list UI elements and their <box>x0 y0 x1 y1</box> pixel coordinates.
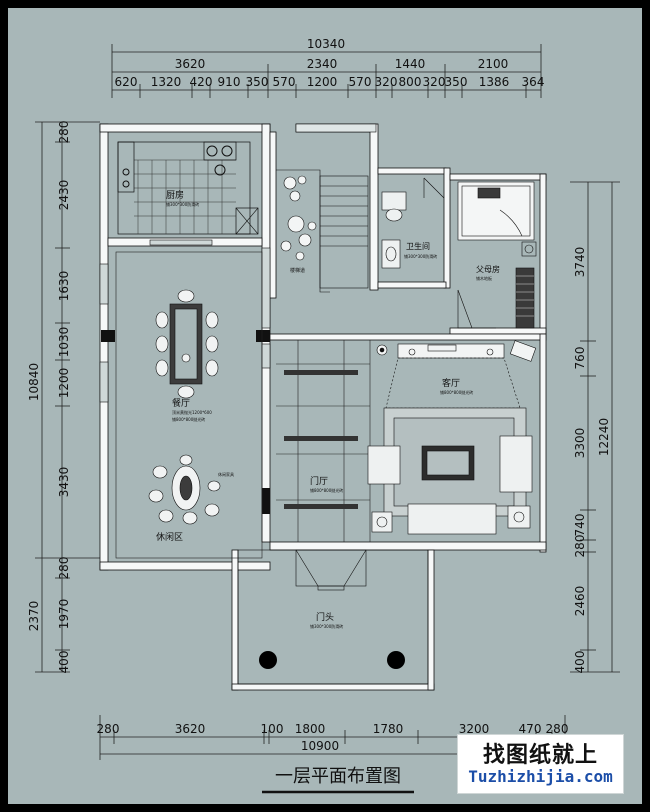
dimension-left <box>35 121 100 673</box>
dim-right: 280 <box>573 535 587 558</box>
dim-top-detail: 800 <box>399 75 422 89</box>
drawing-title: 一层平面布置图 <box>275 766 401 787</box>
watermark-chinese: 找图纸就上 <box>482 742 598 768</box>
floor-plan: 10340 3620 2340 1440 2100 620 1320 420 9… <box>27 37 620 794</box>
dim-top-detail: 1200 <box>307 75 338 89</box>
bathroom-note: 铺300*300防滑砖 <box>404 253 437 259</box>
dim-left: 1970 <box>57 599 71 630</box>
dim-top-detail: 1320 <box>151 75 182 89</box>
dim-top-group: 3620 <box>175 57 206 71</box>
dim-top-detail: 320 <box>375 75 398 89</box>
dimension-left-text: 280 2430 1630 1030 1200 3430 280 1970 40… <box>27 121 71 674</box>
dim-right: 740 <box>573 514 587 537</box>
dim-top-detail: 1386 <box>479 75 510 89</box>
dim-left: 1200 <box>57 368 71 399</box>
dim-top-group: 2340 <box>307 57 338 71</box>
dim-top-total: 10340 <box>307 37 345 51</box>
dimension-top-text: 10340 3620 2340 1440 2100 620 1320 420 9… <box>115 37 545 89</box>
dim-left: 1030 <box>57 327 71 358</box>
dim-bottom: 280 <box>546 722 569 736</box>
columns <box>101 330 270 514</box>
dim-left: 280 <box>57 121 71 144</box>
dim-right: 3300 <box>573 428 587 459</box>
dim-right: 760 <box>573 347 587 370</box>
dim-top-group: 1440 <box>395 57 426 71</box>
dimension-right <box>570 181 620 673</box>
living-note: 铺800*800抛光砖 <box>440 389 473 395</box>
dim-left-total: 2370 <box>27 601 41 632</box>
watermark-url: Tuzhizhijia.com <box>468 767 613 786</box>
kitchen-label: 厨房 <box>166 189 184 201</box>
parents-label: 父母房 <box>476 264 500 274</box>
dim-left: 400 <box>57 651 71 674</box>
dim-left: 280 <box>57 557 71 580</box>
bathroom <box>381 177 445 269</box>
parents-note: 铺木地板 <box>476 275 492 281</box>
dim-bottom: 3200 <box>459 722 490 736</box>
living-label: 客厅 <box>442 377 460 389</box>
lounge-label: 休闲家具 <box>218 471 234 477</box>
dining-note-1: 顶米黄抛光1200*600 <box>172 409 212 415</box>
dining-note-2: 铺800*800抛光砖 <box>172 416 205 422</box>
dim-left: 1630 <box>57 271 71 302</box>
stairs <box>276 169 369 293</box>
dim-bottom: 470 <box>519 722 542 736</box>
dim-left: 3430 <box>57 467 71 498</box>
watermark-box: 找图纸就上 Tuzhizhijia.com <box>457 734 624 794</box>
dim-right-total: 12240 <box>597 418 611 456</box>
dim-top-detail: 350 <box>445 75 468 89</box>
dim-top-detail: 570 <box>273 75 296 89</box>
stair-label: 楼梯道 <box>290 267 305 274</box>
windows <box>99 123 377 403</box>
dining-area <box>115 251 263 559</box>
dim-bottom: 3620 <box>175 722 206 736</box>
dim-top-detail: 570 <box>349 75 372 89</box>
dimension-top <box>111 44 542 98</box>
kitchen-note: 铺300*300防滑砖 <box>166 201 199 207</box>
living-room <box>367 340 537 535</box>
drawing-sheet: 10340 3620 2340 1440 2100 620 1320 420 9… <box>8 8 642 804</box>
dimension-right-text: 3740 760 3300 740 280 2460 400 12240 <box>573 247 611 674</box>
foyer-label: 门厅 <box>310 475 328 487</box>
plant-cluster <box>280 175 317 261</box>
kitchen: 厨房 铺300*300防滑砖 <box>117 141 259 235</box>
dim-bottom: 1800 <box>295 722 326 736</box>
dim-bottom-total: 10900 <box>301 739 339 753</box>
leisure-label: 休闲区 <box>156 531 183 543</box>
dim-bottom: 100 <box>261 722 284 736</box>
entrance-label: 门头 <box>316 611 334 623</box>
dim-right: 3740 <box>573 247 587 278</box>
bathroom-label: 卫生间 <box>406 241 430 251</box>
parents-room <box>457 181 537 329</box>
dining-label: 餐厅 <box>172 397 190 409</box>
porch-columns <box>259 651 405 669</box>
foyer-grilles <box>284 370 358 509</box>
dim-top-detail: 350 <box>246 75 269 89</box>
dim-left-total: 10840 <box>27 363 41 401</box>
dim-right: 2460 <box>573 586 587 617</box>
dim-right: 400 <box>573 651 587 674</box>
dim-top-detail: 420 <box>190 75 213 89</box>
dimension-bottom-text: 280 3620 100 1800 1780 3200 470 280 1090… <box>97 722 569 753</box>
entrance-porch <box>237 549 429 685</box>
foyer-note: 铺800*800抛光砖 <box>310 487 343 493</box>
dim-bottom: 1780 <box>373 722 404 736</box>
dim-top-group: 2100 <box>478 57 509 71</box>
entrance-note: 铺300*300防滑砖 <box>310 623 343 629</box>
dim-top-detail: 620 <box>115 75 138 89</box>
dim-top-detail: 364 <box>522 75 545 89</box>
dim-top-detail: 320 <box>423 75 446 89</box>
dim-left: 2430 <box>57 180 71 211</box>
dim-bottom: 280 <box>97 722 120 736</box>
dim-top-detail: 910 <box>218 75 241 89</box>
